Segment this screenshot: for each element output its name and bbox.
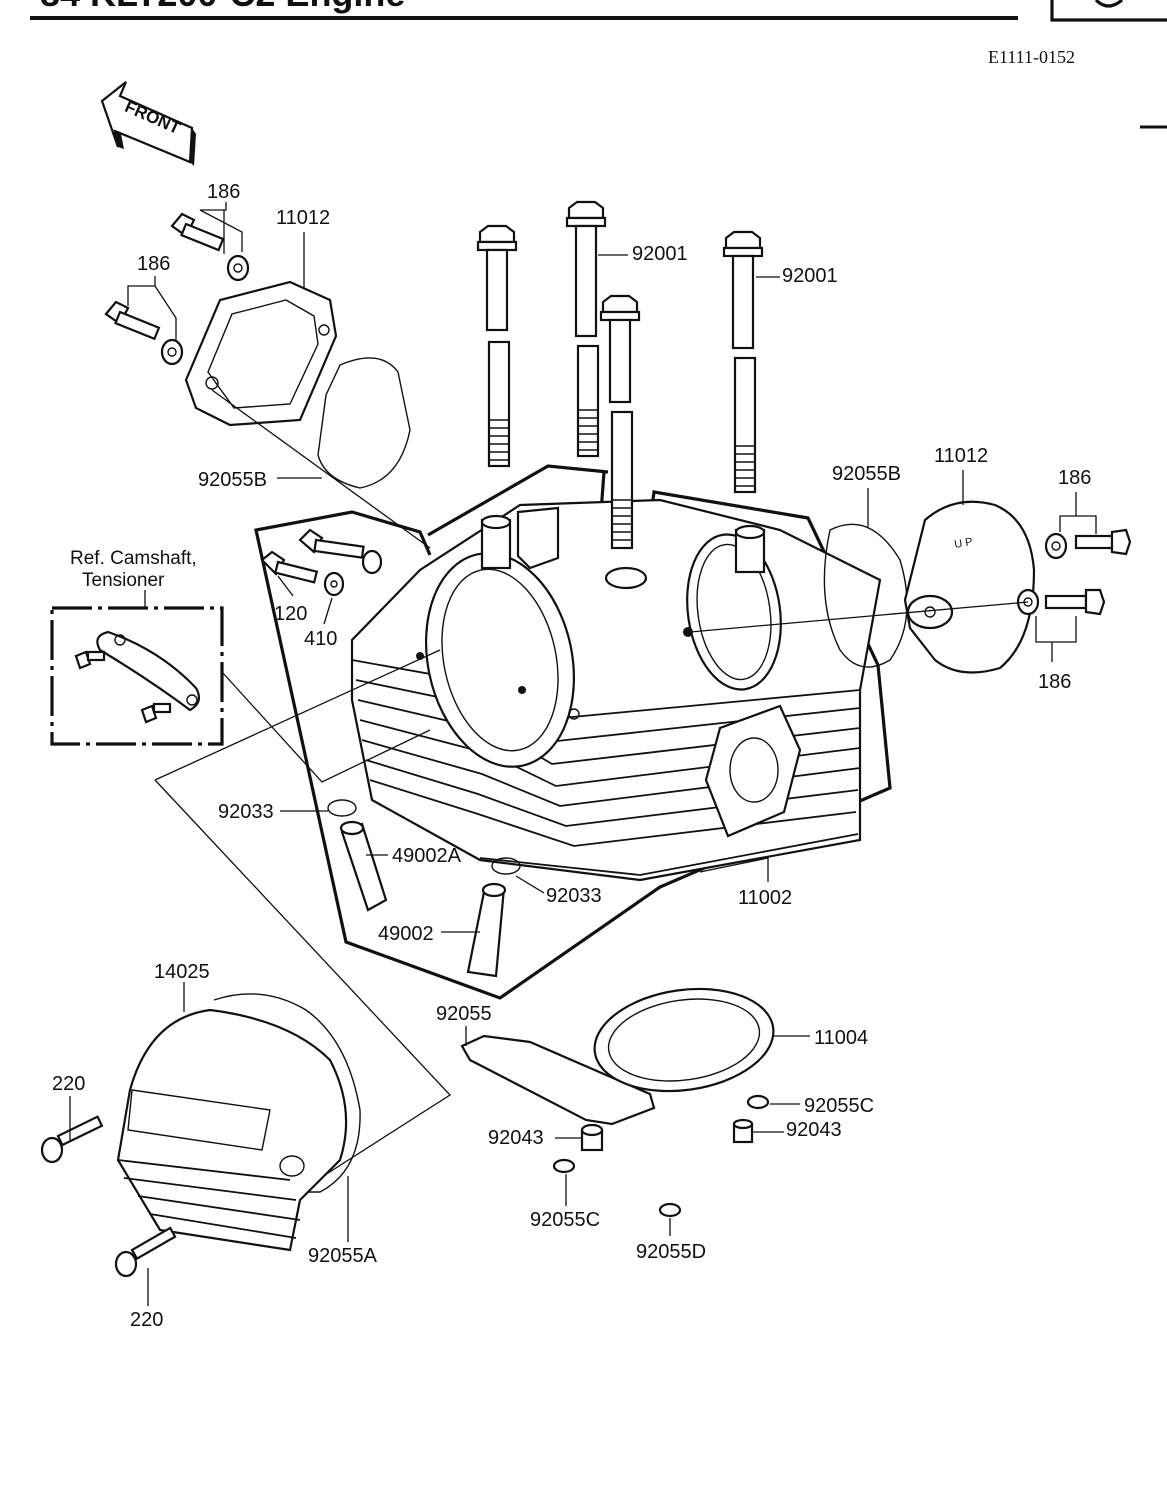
label-49002A: 49002A <box>392 845 462 867</box>
cylinder-head <box>350 498 882 882</box>
label-186-d: 186 <box>1038 671 1071 693</box>
side-cover-screw-lower <box>114 1226 177 1278</box>
label-120: 120 <box>274 603 307 625</box>
label-92055A: 92055A <box>308 1245 378 1267</box>
svg-text:U P: U P <box>953 536 973 551</box>
dowel-pin-92043-left <box>580 1123 604 1152</box>
right-cap-bolt-upper <box>1044 528 1132 560</box>
label-92055B-left: 92055B <box>198 469 267 491</box>
dowel-pin-92043-right <box>732 1118 754 1144</box>
gasket-92055 <box>460 1034 656 1126</box>
label-220-b: 220 <box>130 1309 163 1331</box>
label-11004: 11004 <box>814 1027 868 1049</box>
ref-camshaft-tensioner-box <box>50 606 224 746</box>
page-title: 84 KLT200-C2 Engine <box>40 0 405 14</box>
o-ring-small-set <box>552 1094 770 1218</box>
bolt-120-upper <box>298 528 383 575</box>
label-92055B-right: 92055B <box>832 463 901 485</box>
label-92055: 92055 <box>436 1003 492 1025</box>
header-corner-box <box>1050 0 1167 22</box>
label-14025: 14025 <box>154 961 210 983</box>
side-cover-gasket <box>213 993 361 1193</box>
bolt-120-lower <box>260 550 345 597</box>
label-92043-b: 92043 <box>786 1119 842 1141</box>
side-cover-14025 <box>116 1008 348 1252</box>
label-220-a: 220 <box>52 1073 85 1095</box>
leader-lines <box>69 202 1097 1306</box>
cylinder-bolt-2 <box>565 200 607 458</box>
right-cap-gasket-ring <box>823 523 908 668</box>
label-92055C-a: 92055C <box>804 1095 874 1117</box>
label-49002: 49002 <box>378 923 434 945</box>
front-direction-arrow: FRONT <box>100 81 196 166</box>
cylinder-bolt-4 <box>722 230 764 494</box>
label-11012-right: 11012 <box>934 445 988 467</box>
ref-box-label-line2: Tensioner <box>82 570 165 591</box>
side-cover-screw-upper <box>40 1115 104 1164</box>
valve-guide-49002 <box>466 857 521 978</box>
valve-guide-49002A <box>327 799 388 912</box>
label-92033-a: 92033 <box>218 801 274 823</box>
left-cap-gasket-ring <box>317 357 411 489</box>
left-cap-bolt-upper <box>170 212 250 282</box>
label-186-a: 186 <box>207 181 240 203</box>
label-92033-b: 92033 <box>546 885 602 907</box>
left-valve-cap <box>184 280 338 427</box>
label-186-b: 186 <box>137 253 170 275</box>
diagram-code: E1111-0152 <box>988 47 1075 67</box>
o-ring-11004 <box>593 987 775 1093</box>
label-92001-b: 92001 <box>782 265 838 287</box>
label-186-c: 186 <box>1058 467 1091 489</box>
left-cap-bolt-lower <box>104 300 184 366</box>
label-92055C-b: 92055C <box>530 1209 600 1231</box>
label-92001-a: 92001 <box>632 243 688 265</box>
page-header: 84 KLT200-C2 Engine E1111-0152 <box>30 0 1167 129</box>
label-11012-left: 11012 <box>276 207 330 229</box>
label-11002: 11002 <box>738 887 792 909</box>
right-valve-cap: U P <box>903 500 1036 674</box>
ref-box-label-line1: Ref. Camshaft, <box>70 548 197 569</box>
label-92043-a: 92043 <box>488 1127 544 1149</box>
cylinder-bolt-1 <box>476 224 518 468</box>
label-410: 410 <box>304 628 337 650</box>
right-cap-bolt-lower <box>1016 588 1106 616</box>
cylinder-bolt-3 <box>599 294 641 550</box>
brand-logo-fragment <box>1094 0 1124 8</box>
label-92055D: 92055D <box>636 1241 706 1263</box>
